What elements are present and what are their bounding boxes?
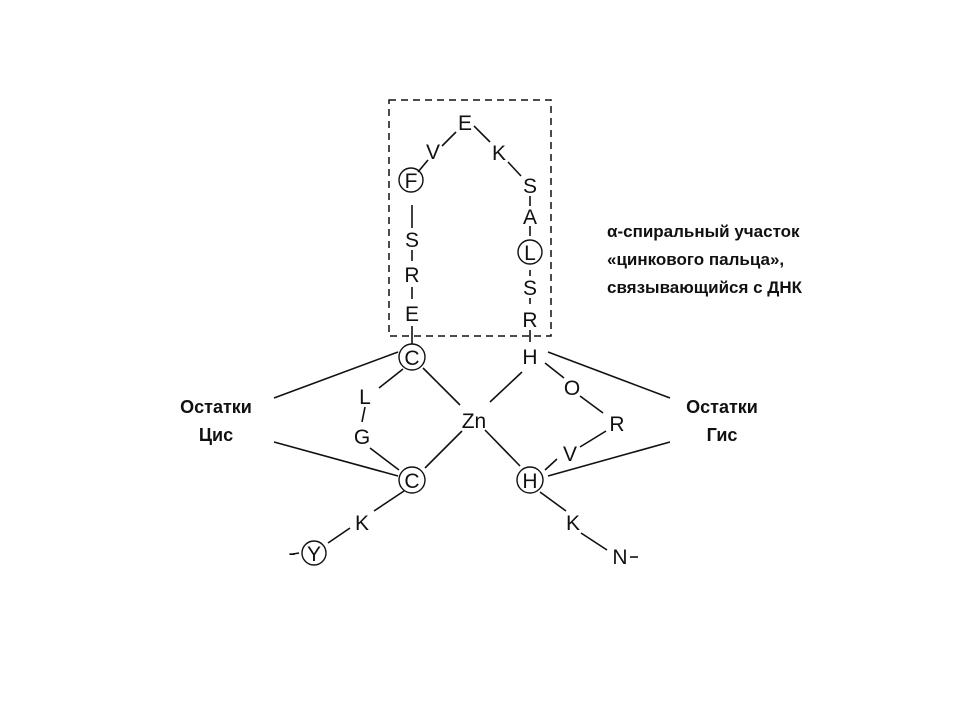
residue-r-right: R: [522, 309, 537, 332]
ring-y: [301, 540, 327, 566]
caption-line3: связывающийся с ДНК: [607, 278, 803, 297]
residue-l-right: L: [524, 242, 536, 265]
residue-f: F: [405, 170, 418, 193]
residue-n-tail: N: [612, 546, 627, 569]
label-his-line2: Гис: [707, 425, 738, 445]
ring-f: [398, 167, 424, 193]
ring-h-bottom: [516, 466, 544, 494]
residue-v-top: V: [426, 141, 440, 164]
residue-c-top: C: [404, 347, 419, 370]
pointer-his-top: [547, 351, 671, 399]
pointer-cys-top: [273, 351, 399, 399]
residue-r-left: R: [404, 264, 419, 287]
label-his-line1: Остатки: [686, 397, 758, 417]
pointer-cys-bottom: [273, 441, 399, 477]
residue-s-right-low: S: [523, 277, 537, 300]
residue-k-top: K: [492, 142, 506, 165]
residue-a-right: A: [523, 206, 537, 229]
residue-c-bottom: C: [404, 470, 419, 493]
label-cys-line2: Цис: [199, 425, 233, 445]
dash-left: -: [289, 542, 296, 565]
loop-backbone: [411, 125, 531, 344]
alpha-helix-box: [388, 99, 552, 337]
residue-v-his: V: [563, 443, 577, 466]
residue-g-cys: G: [354, 426, 370, 449]
residue-r-his: R: [609, 413, 624, 436]
pointer-his-bottom: [547, 441, 671, 477]
caption-line2: «цинкового пальца»,: [607, 250, 784, 269]
residue-l-cys: L: [359, 386, 371, 409]
ring-l: [517, 239, 543, 265]
residue-h-bottom: H: [522, 470, 537, 493]
ring-c-bottom: [398, 466, 426, 494]
residue-s-left: S: [405, 229, 419, 252]
core-bonds: [292, 362, 638, 558]
residue-e-low: E: [405, 303, 419, 326]
residue-e-top: E: [458, 112, 472, 135]
residue-y: Y: [307, 543, 321, 566]
zinc-atom: Zn: [462, 410, 487, 433]
residue-h-top: H: [522, 346, 537, 369]
residue-k-left-tail: K: [355, 512, 369, 535]
residue-s-right: S: [523, 175, 537, 198]
label-cys-line1: Остатки: [180, 397, 252, 417]
caption-line1: α-спиральный участок: [607, 222, 800, 241]
residue-o-his: O: [564, 377, 580, 400]
residue-k-right-tail: K: [566, 512, 580, 535]
ring-c-top: [398, 343, 426, 371]
